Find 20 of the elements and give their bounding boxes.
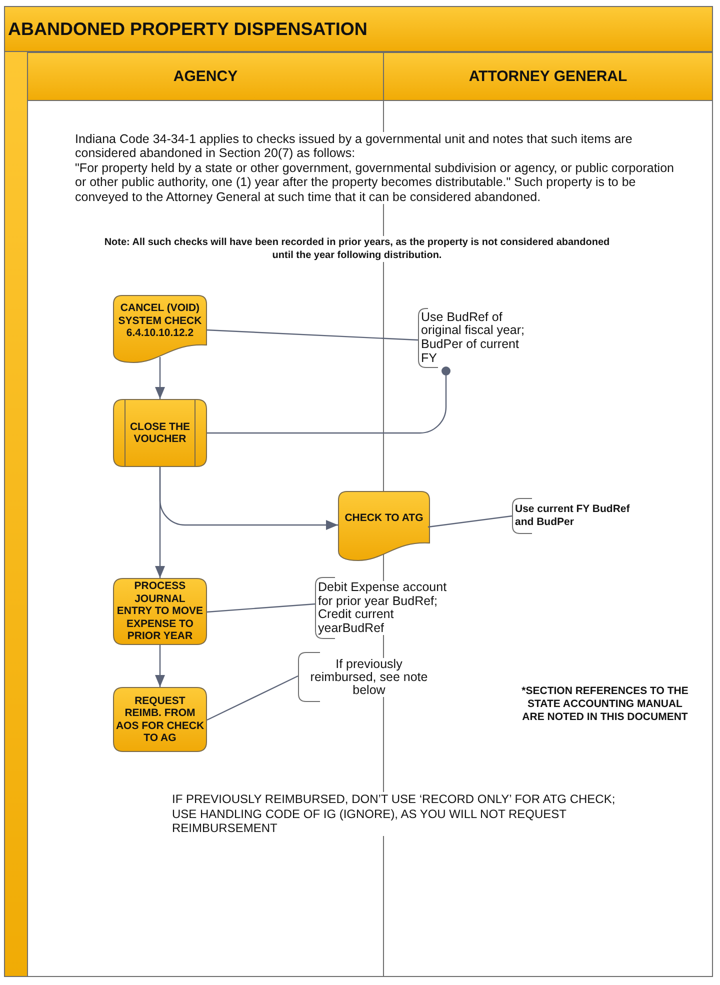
arrow — [155, 357, 165, 399]
step-label: CHECK TO ATG — [344, 512, 424, 524]
connector-line — [428, 515, 512, 528]
document-shape — [113, 295, 207, 363]
lane-title: ATTORNEY GENERAL — [468, 68, 628, 86]
pool-title: ABANDONED PROPERTY DISPENSATION — [8, 19, 368, 40]
lane-title: AGENCY — [173, 68, 238, 86]
connector-line — [206, 329, 418, 341]
swimlane-pool — [4, 6, 713, 977]
predefined-process-box — [113, 399, 207, 467]
connector-line — [206, 675, 298, 721]
step-label: REQUEST REIMB. FROM AOS FOR CHECK TO AG — [116, 694, 204, 744]
process-box — [113, 687, 207, 752]
arrow — [155, 645, 165, 687]
step-label: CANCEL (VOID) SYSTEM CHECK 6.4.10.10.12.2 — [117, 302, 203, 340]
step-label: CLOSE THE VOUCHER — [128, 420, 192, 446]
arrow — [155, 467, 165, 578]
connector-line — [206, 603, 316, 613]
step-label: PROCESS JOURNAL ENTRY TO MOVE EXPENSE TO PRIOR YEAR — [116, 580, 204, 643]
dot-connector — [207, 366, 450, 434]
